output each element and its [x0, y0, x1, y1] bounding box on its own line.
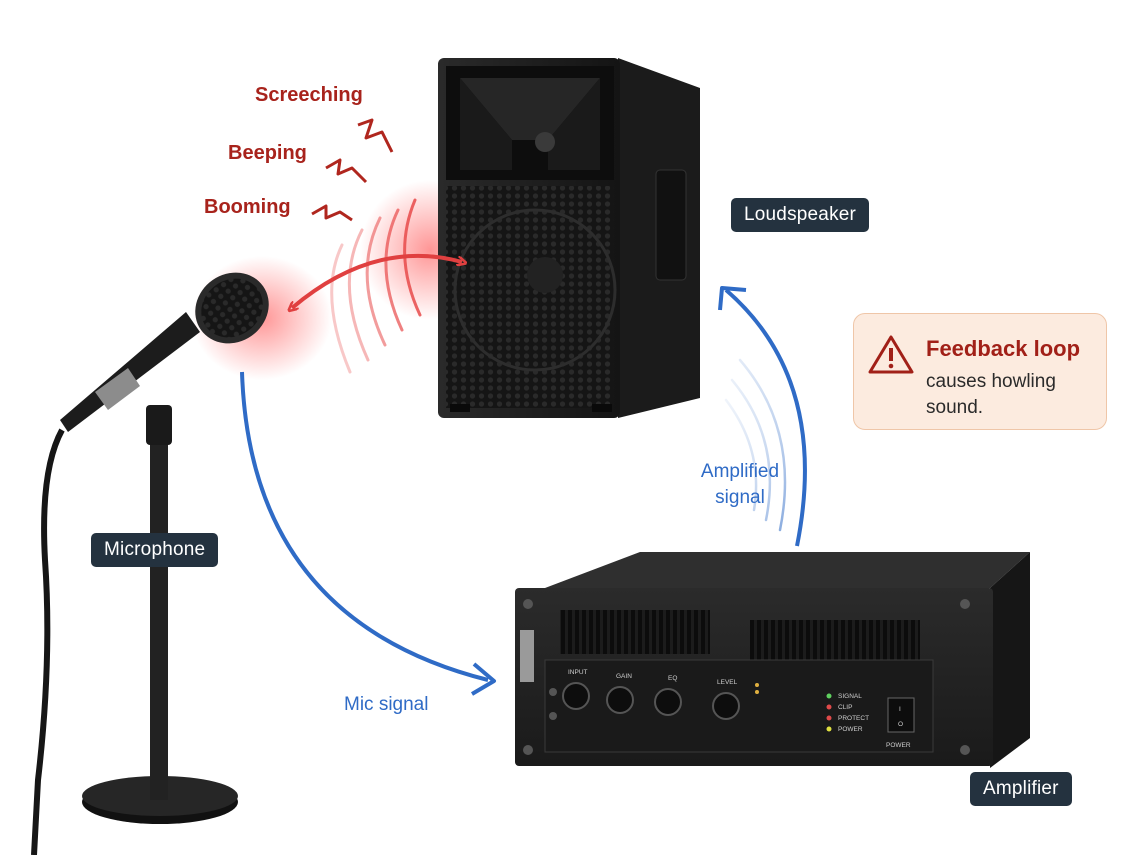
microphone-label: Microphone [91, 533, 219, 567]
amplified-signal-arrow [724, 288, 807, 547]
eq-knob [654, 688, 682, 716]
microphone-stand [82, 405, 238, 824]
knob-label-level: LEVEL [717, 679, 738, 686]
amplified-signal-label: Amplified signal [690, 459, 790, 511]
zigzag-icon [357, 118, 394, 153]
feedback-arrow [292, 253, 462, 308]
indicator-signal: SIGNAL [838, 693, 862, 700]
input-knob [562, 682, 590, 710]
noise-zigzag-icons [311, 118, 394, 222]
mic-signal-arrowhead [470, 662, 496, 696]
indicator-power: POWER [838, 726, 863, 733]
level-knob [712, 692, 740, 720]
amplified-signal-line2: signal [715, 487, 765, 508]
feedback-warning-callout: Feedback loop causes howling sound. [853, 313, 1107, 430]
loudspeaker-cabinet [438, 58, 700, 418]
microphone-cable [31, 428, 65, 855]
amplifier-panel-text: INPUT GAIN EQ LEVEL SIGNAL CLIP PROTECT … [568, 669, 911, 749]
knob-label-input: INPUT [568, 669, 588, 676]
warning-triangle-icon [868, 335, 914, 374]
loudspeaker-label: Loudspeaker [731, 198, 870, 232]
noise-label-beeping: Beeping [228, 142, 307, 164]
microphone [60, 272, 269, 432]
power-switch [887, 697, 915, 733]
power-label: POWER [886, 742, 911, 749]
zigzag-icon [325, 158, 368, 184]
noise-label-booming: Booming [204, 196, 291, 218]
indicator-protect: PROTECT [838, 715, 869, 722]
mic-signal-label: Mic signal [344, 694, 429, 715]
callout-body: causes howling sound. [926, 371, 1056, 418]
amplified-signal-line1: Amplified [700, 461, 780, 482]
amplifier-label: Amplifier [970, 772, 1072, 806]
mic-signal-arrow [240, 371, 489, 682]
amplifier-knobs [562, 682, 740, 720]
indicator-clip: CLIP [838, 704, 852, 711]
amplifier-unit [515, 552, 1030, 768]
knob-label-gain: GAIN [616, 673, 632, 680]
indicator-leds [755, 683, 832, 732]
switch-mark-on: I [899, 706, 901, 713]
noise-label-screeching: Screeching [255, 84, 363, 106]
callout-title: Feedback loop [926, 336, 1081, 361]
gain-knob [606, 686, 634, 714]
switch-mark-off: O [898, 721, 903, 728]
zigzag-icon [311, 204, 353, 222]
amplified-signal-arrowhead [718, 286, 747, 311]
amplified-signal-waves [724, 358, 787, 532]
knob-label-eq: EQ [668, 675, 677, 682]
